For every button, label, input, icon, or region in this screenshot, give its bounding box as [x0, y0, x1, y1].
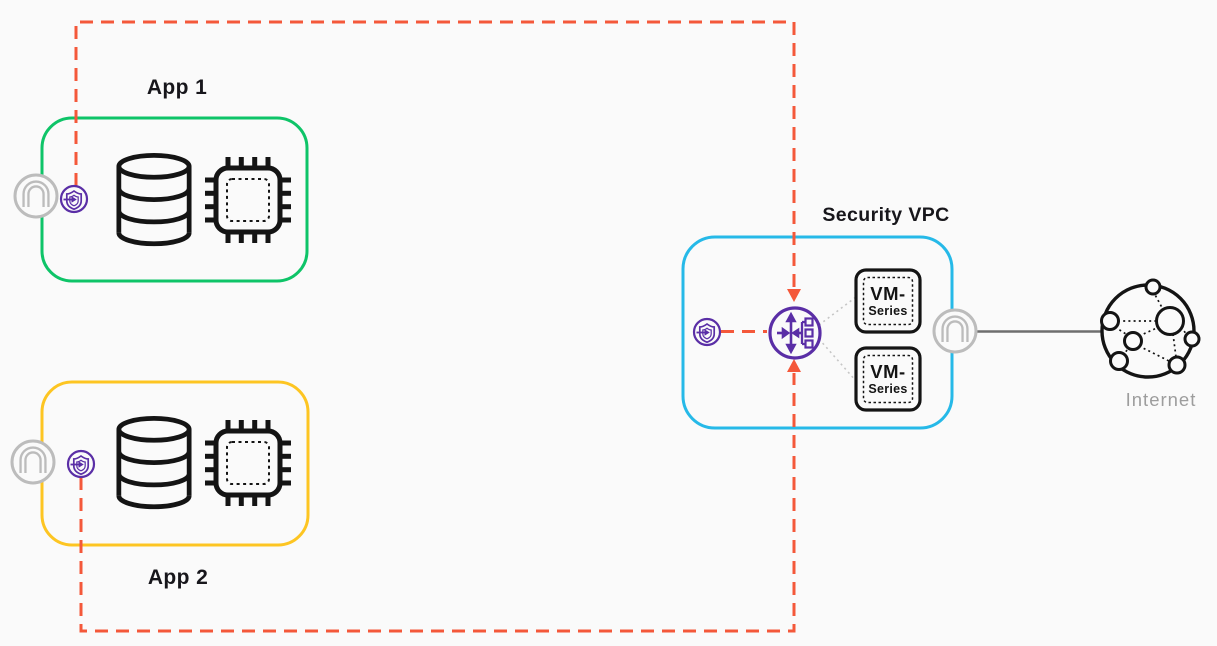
- security-vpc-label: Security VPC: [822, 204, 950, 226]
- app1-traffic-path: [74, 20, 796, 289]
- internet-globe-icon: [1100, 278, 1201, 379]
- app2-traffic-path: [79, 373, 796, 633]
- security-endpoint-icon: [692, 317, 722, 347]
- security-endpoint-icon: [66, 449, 96, 479]
- app1-label: App 1: [146, 76, 208, 99]
- vpc-endpoint-icon: [15, 175, 57, 217]
- gateway-load-balancer-icon: [768, 306, 822, 360]
- vm-series-top-line2: Series: [868, 304, 908, 318]
- database-icon: [119, 155, 189, 243]
- vm-series-top-line1: VM-: [870, 282, 906, 304]
- vm-series-top-label: VM- Series: [856, 270, 920, 332]
- vpc-endpoint-icon: [12, 441, 54, 483]
- gateway-vm1-connector: [818, 296, 857, 326]
- vm-series-bottom-label: VM- Series: [856, 348, 920, 410]
- security-endpoint-icon: [59, 184, 89, 214]
- vm-series-node-top: [854, 268, 922, 334]
- vpc-endpoint-icon: [934, 310, 976, 352]
- vm-series-node-bottom: [854, 346, 922, 412]
- cpu-chip-icon: [205, 157, 291, 243]
- gateway-vm2-connector: [818, 338, 857, 382]
- app2-label: App 2: [147, 566, 209, 589]
- cpu-chip-icon: [205, 420, 291, 506]
- arrowhead-down: [787, 289, 801, 302]
- database-icon: [119, 418, 189, 506]
- vm-series-bottom-line2: Series: [868, 382, 908, 396]
- internet-label: Internet: [1125, 389, 1197, 410]
- arrowhead-up: [787, 359, 801, 372]
- vm-series-bottom-line1: VM-: [870, 360, 906, 382]
